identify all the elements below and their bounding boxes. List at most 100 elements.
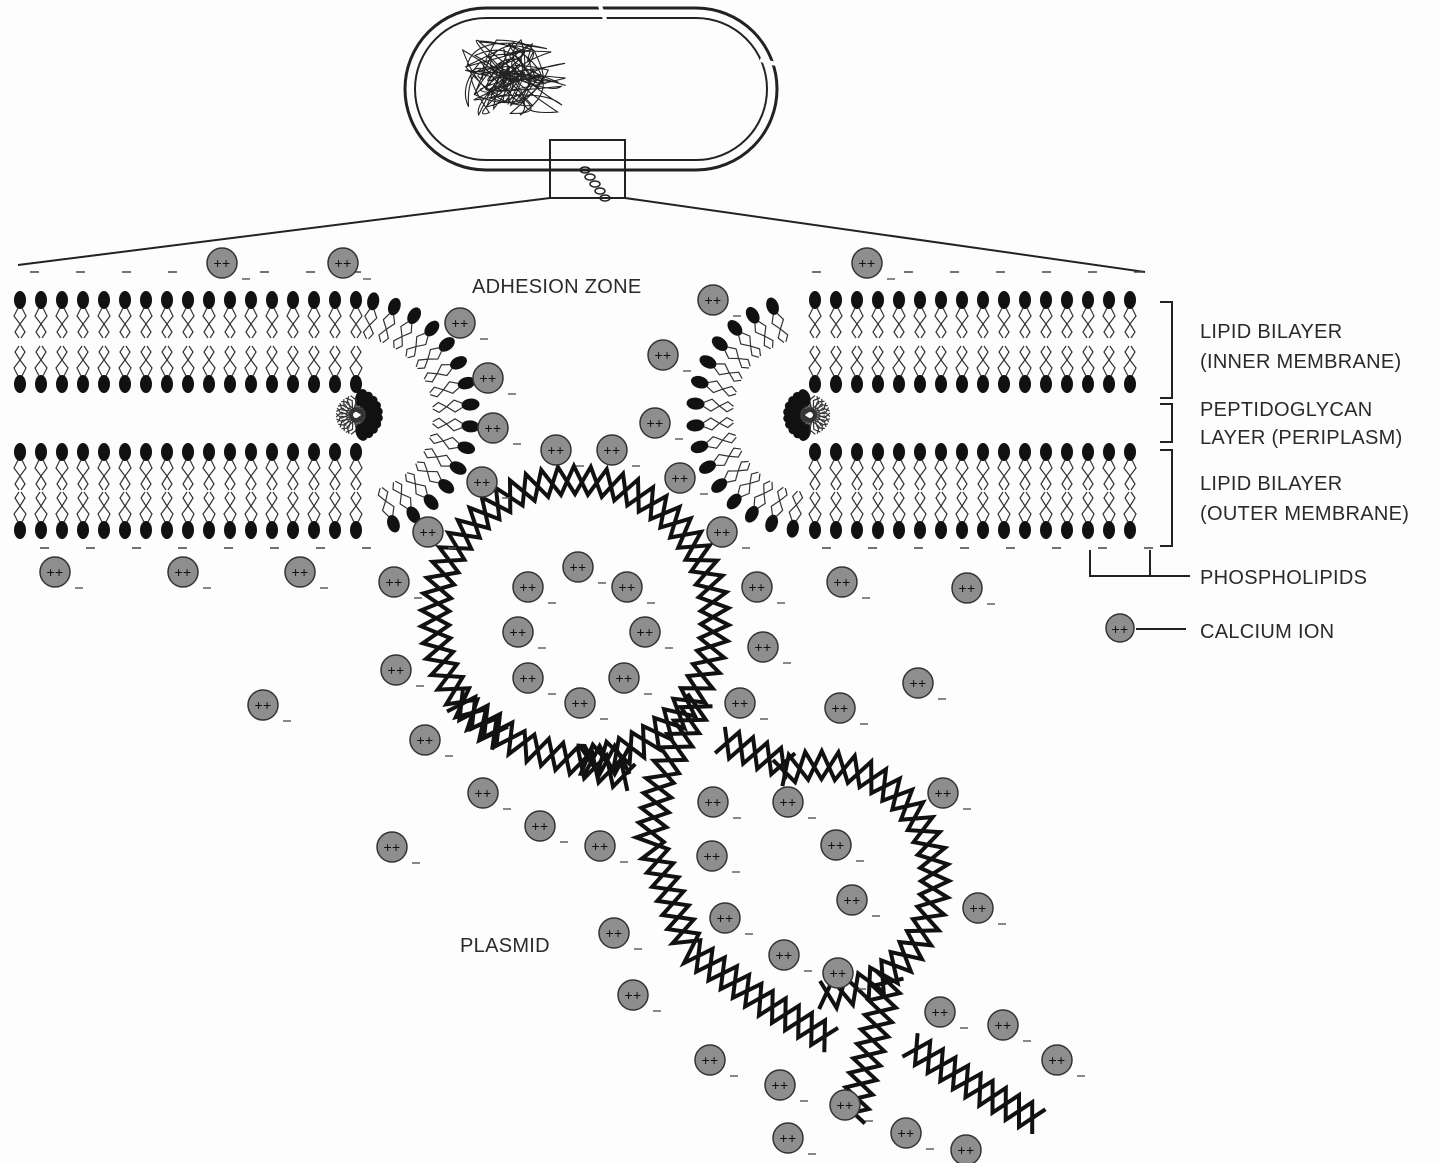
svg-text:++: ++ xyxy=(702,1052,719,1068)
calcium-ion: ++ xyxy=(826,566,870,599)
svg-text:++: ++ xyxy=(837,1097,854,1113)
svg-text:++: ++ xyxy=(755,639,772,655)
calcium-ion: ++ xyxy=(327,247,371,280)
inner-membrane-label-1: LIPID BILAYER xyxy=(1200,321,1342,343)
calcium-ion: ++ xyxy=(741,571,785,604)
svg-text:++: ++ xyxy=(625,987,642,1003)
svg-text:++: ++ xyxy=(898,1125,915,1141)
svg-text:++: ++ xyxy=(637,624,654,640)
membrane-left xyxy=(13,291,480,539)
svg-text:++: ++ xyxy=(452,315,469,331)
svg-text:++: ++ xyxy=(47,564,64,580)
calcium-ion: ++ xyxy=(822,957,866,990)
adhesion-zone-label: ADHESION ZONE xyxy=(472,276,641,298)
calcium-ion: ++ xyxy=(768,939,812,972)
inner-membrane-bracket xyxy=(1160,301,1173,399)
calcium-ion: ++ xyxy=(824,692,868,725)
plasmid-label: PLASMID xyxy=(460,935,550,957)
calcium-ion: ++ xyxy=(664,462,708,495)
calcium-ion: ++ xyxy=(647,339,691,372)
calcium-ion: ++ xyxy=(540,434,584,467)
svg-text:++: ++ xyxy=(572,695,589,711)
calcium-ion: ++ xyxy=(376,831,420,864)
calcium-ion: ++ xyxy=(890,1117,934,1150)
svg-text:++: ++ xyxy=(749,579,766,595)
svg-text:++: ++ xyxy=(606,925,623,941)
calcium-ion: ++ xyxy=(851,247,895,280)
calcium-ion: ++ xyxy=(467,777,511,810)
zoom-box xyxy=(549,139,626,199)
calcium-ion: ++ xyxy=(950,1134,982,1163)
calcium-ion: ++ xyxy=(247,689,291,722)
calcium-ion: ++ xyxy=(747,631,791,664)
svg-text:++: ++ xyxy=(705,794,722,810)
calcium-ions: ++ ++ ++ ++ ++ ++ ++ ++ ++ ++ ++ ++ ++ ++ ++ ++ ++ ++ ++ ++… xyxy=(39,247,1085,1163)
svg-text:++: ++ xyxy=(932,1004,949,1020)
svg-text:++: ++ xyxy=(935,785,952,801)
calcium-ion: ++ xyxy=(902,667,946,700)
svg-text:++: ++ xyxy=(255,697,272,713)
calcium-ion: ++ xyxy=(617,979,661,1012)
svg-text:++: ++ xyxy=(655,347,672,363)
membrane-right xyxy=(686,291,1137,539)
svg-text:++: ++ xyxy=(995,1017,1012,1033)
calcium-ion: ++ xyxy=(724,687,768,720)
svg-text:++: ++ xyxy=(1049,1052,1066,1068)
svg-text:++: ++ xyxy=(959,580,976,596)
calcium-ion: ++ xyxy=(697,786,741,819)
svg-text:++: ++ xyxy=(832,700,849,716)
svg-text:++: ++ xyxy=(780,1130,797,1146)
outer-membrane-label-1: LIPID BILAYER xyxy=(1200,473,1342,495)
svg-text:++: ++ xyxy=(520,579,537,595)
svg-text:++: ++ xyxy=(705,292,722,308)
svg-text:++: ++ xyxy=(844,892,861,908)
calcium-ion: ++ xyxy=(764,1069,808,1102)
svg-text:++: ++ xyxy=(910,675,927,691)
svg-text:++: ++ xyxy=(214,255,231,271)
svg-text:++: ++ xyxy=(417,732,434,748)
svg-text:++: ++ xyxy=(772,1077,789,1093)
svg-text:++: ++ xyxy=(714,524,731,540)
peptidoglycan-label-2: LAYER (PERIPLASM) xyxy=(1200,427,1403,449)
calcium-ion: ++ xyxy=(820,829,864,862)
calcium-ion: ++ xyxy=(378,566,422,599)
calcium-ion: ++ xyxy=(608,662,652,695)
svg-text:++: ++ xyxy=(604,442,621,458)
svg-text:++: ++ xyxy=(592,838,609,854)
svg-text:++: ++ xyxy=(475,785,492,801)
calcium-ion: ++ xyxy=(987,1009,1031,1042)
calcium-ion: ++ xyxy=(696,840,740,873)
outer-membrane-bracket xyxy=(1160,449,1173,547)
svg-text:++: ++ xyxy=(1112,621,1129,637)
svg-text:++: ++ xyxy=(958,1142,975,1158)
svg-text:++: ++ xyxy=(704,848,721,864)
svg-text:++: ++ xyxy=(672,470,689,486)
calcium-ion: ++ xyxy=(466,466,510,499)
svg-text:++: ++ xyxy=(175,564,192,580)
phospholipid-bracket xyxy=(1089,550,1190,577)
calcium-ion: ++ xyxy=(412,516,456,549)
legend-labels: ADHESION ZONE PLASMID LIPID BILAYER (INN… xyxy=(460,276,1409,957)
svg-text:++: ++ xyxy=(292,564,309,580)
calcium-ion-label: CALCIUM ION xyxy=(1200,621,1334,643)
calcium-ion: ++ xyxy=(927,777,971,810)
calcium-ion-legend-symbol: ++ xyxy=(1105,613,1186,643)
calcium-ion: ++ xyxy=(472,362,516,395)
calcium-ion: ++ xyxy=(512,571,556,604)
svg-text:++: ++ xyxy=(520,670,537,686)
calcium-ion: ++ xyxy=(380,654,424,687)
calcium-ion: ++ xyxy=(709,902,753,935)
calcium-ion: ++ xyxy=(524,810,568,843)
svg-text:++: ++ xyxy=(420,524,437,540)
calcium-ion: ++ xyxy=(1041,1044,1085,1077)
calcium-ion: ++ xyxy=(502,616,546,649)
zoom-line-right xyxy=(624,197,1146,273)
calcium-ion: ++ xyxy=(836,884,880,917)
calcium-ion: ++ xyxy=(167,556,211,589)
svg-text:++: ++ xyxy=(388,662,405,678)
calcium-ion: ++ xyxy=(584,830,628,863)
calcium-ion: ++ xyxy=(962,892,1006,925)
svg-text:++: ++ xyxy=(532,818,549,834)
calcium-ion: ++ xyxy=(706,516,750,549)
